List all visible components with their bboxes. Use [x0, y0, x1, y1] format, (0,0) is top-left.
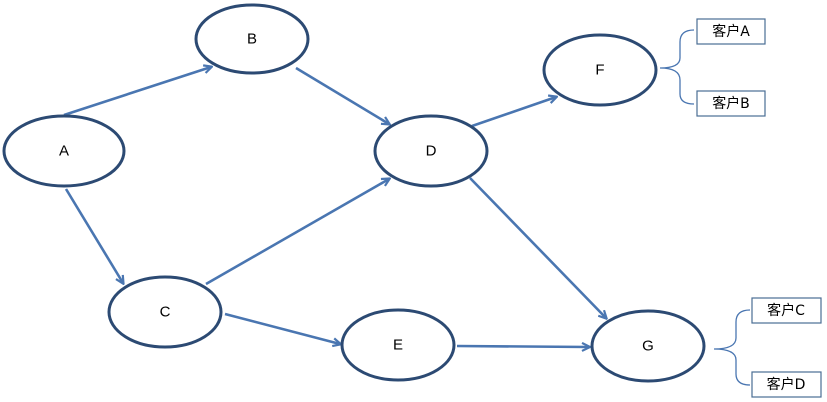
- edge-d-to-g: [469, 177, 606, 318]
- node-g: G: [590, 309, 706, 383]
- brace-node-f: [659, 29, 695, 105]
- customer-d-label: 客户D: [767, 376, 806, 393]
- node-f-label: F: [595, 62, 604, 79]
- node-e-ellipse: [340, 308, 456, 382]
- customer-box-b-rect: [696, 90, 766, 117]
- node-f: F: [542, 33, 658, 107]
- edge-e-to-g: [456, 346, 589, 347]
- customer-a-label: 客户A: [712, 23, 750, 40]
- customer-b-label: 客户B: [712, 95, 750, 112]
- customer-box-c-rect: [751, 297, 822, 324]
- node-e: E: [340, 308, 456, 382]
- node-d-label: D: [426, 143, 437, 160]
- customer-box-a-rect: [696, 18, 766, 45]
- node-a-ellipse: [2, 114, 126, 188]
- node-d: D: [373, 114, 489, 188]
- node-e-label: E: [393, 337, 403, 354]
- node-d-ellipse: [373, 114, 489, 188]
- edge-d-to-f: [471, 97, 556, 128]
- customer-box-b: 客户B: [696, 90, 766, 117]
- node-a-label: A: [59, 143, 69, 160]
- node-g-label: G: [642, 338, 654, 355]
- customer-box-c: 客户C: [751, 297, 822, 324]
- node-c-label: C: [160, 304, 171, 321]
- node-b-ellipse: [194, 3, 310, 75]
- edge-a-to-b: [63, 67, 211, 117]
- edge-c-to-d: [205, 179, 389, 286]
- node-f-ellipse: [542, 33, 658, 107]
- node-b: B: [194, 3, 310, 75]
- node-a: A: [2, 114, 126, 188]
- edge-b-to-d: [295, 66, 389, 124]
- customer-box-d-rect: [751, 371, 822, 398]
- customer-c-label: 客户C: [767, 302, 805, 319]
- edge-c-to-e: [224, 312, 340, 344]
- customer-box-a: 客户A: [696, 18, 766, 45]
- customer-box-d: 客户D: [751, 371, 822, 398]
- node-g-ellipse: [590, 309, 706, 383]
- edge-a-to-c: [64, 188, 123, 283]
- node-b-label: B: [247, 31, 257, 48]
- node-c: C: [107, 275, 223, 349]
- node-c-ellipse: [107, 275, 223, 349]
- brace-node-g: [713, 309, 751, 386]
